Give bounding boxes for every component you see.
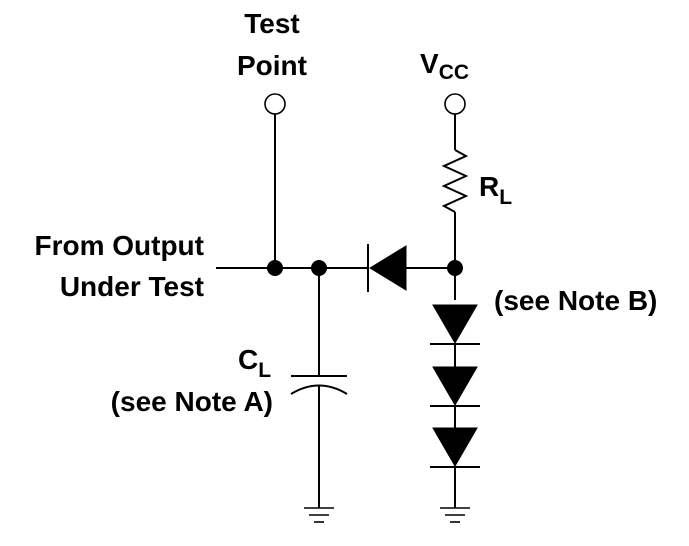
ground-icon: [440, 507, 470, 523]
load-capacitor-bottom-plate: [290, 384, 348, 395]
vcc-terminal: [444, 93, 466, 115]
note-b-label: (see Note B): [494, 285, 657, 316]
test-point-terminal: [264, 93, 286, 115]
diode-string-diode-1: [430, 304, 480, 345]
from-output-label-line1: From Output: [34, 230, 204, 261]
junction-test-point: [267, 260, 283, 276]
load-resistor-rl: [441, 149, 469, 213]
vcc-label: VCC: [420, 48, 469, 84]
cl-label-main: C: [238, 344, 258, 375]
cl-label-subscript: L: [258, 359, 271, 382]
vcc-label-main: V: [420, 48, 439, 79]
from-output-label-line2: Under Test: [60, 271, 204, 302]
rl-label-subscript: L: [499, 186, 512, 209]
ground-icon: [304, 507, 334, 523]
test-point-label-line2: Point: [237, 50, 307, 81]
series-diode: [369, 245, 407, 291]
cl-label: CL: [238, 344, 271, 382]
rl-label: RL: [479, 171, 512, 209]
rl-label-main: R: [479, 171, 499, 202]
diode-string-diode-2: [430, 366, 480, 407]
test-point-label-line1: Test: [244, 8, 300, 39]
diode-string-diode-3: [430, 427, 480, 468]
vcc-label-subscript: CC: [439, 61, 469, 84]
note-a-label: (see Note A): [111, 386, 273, 417]
